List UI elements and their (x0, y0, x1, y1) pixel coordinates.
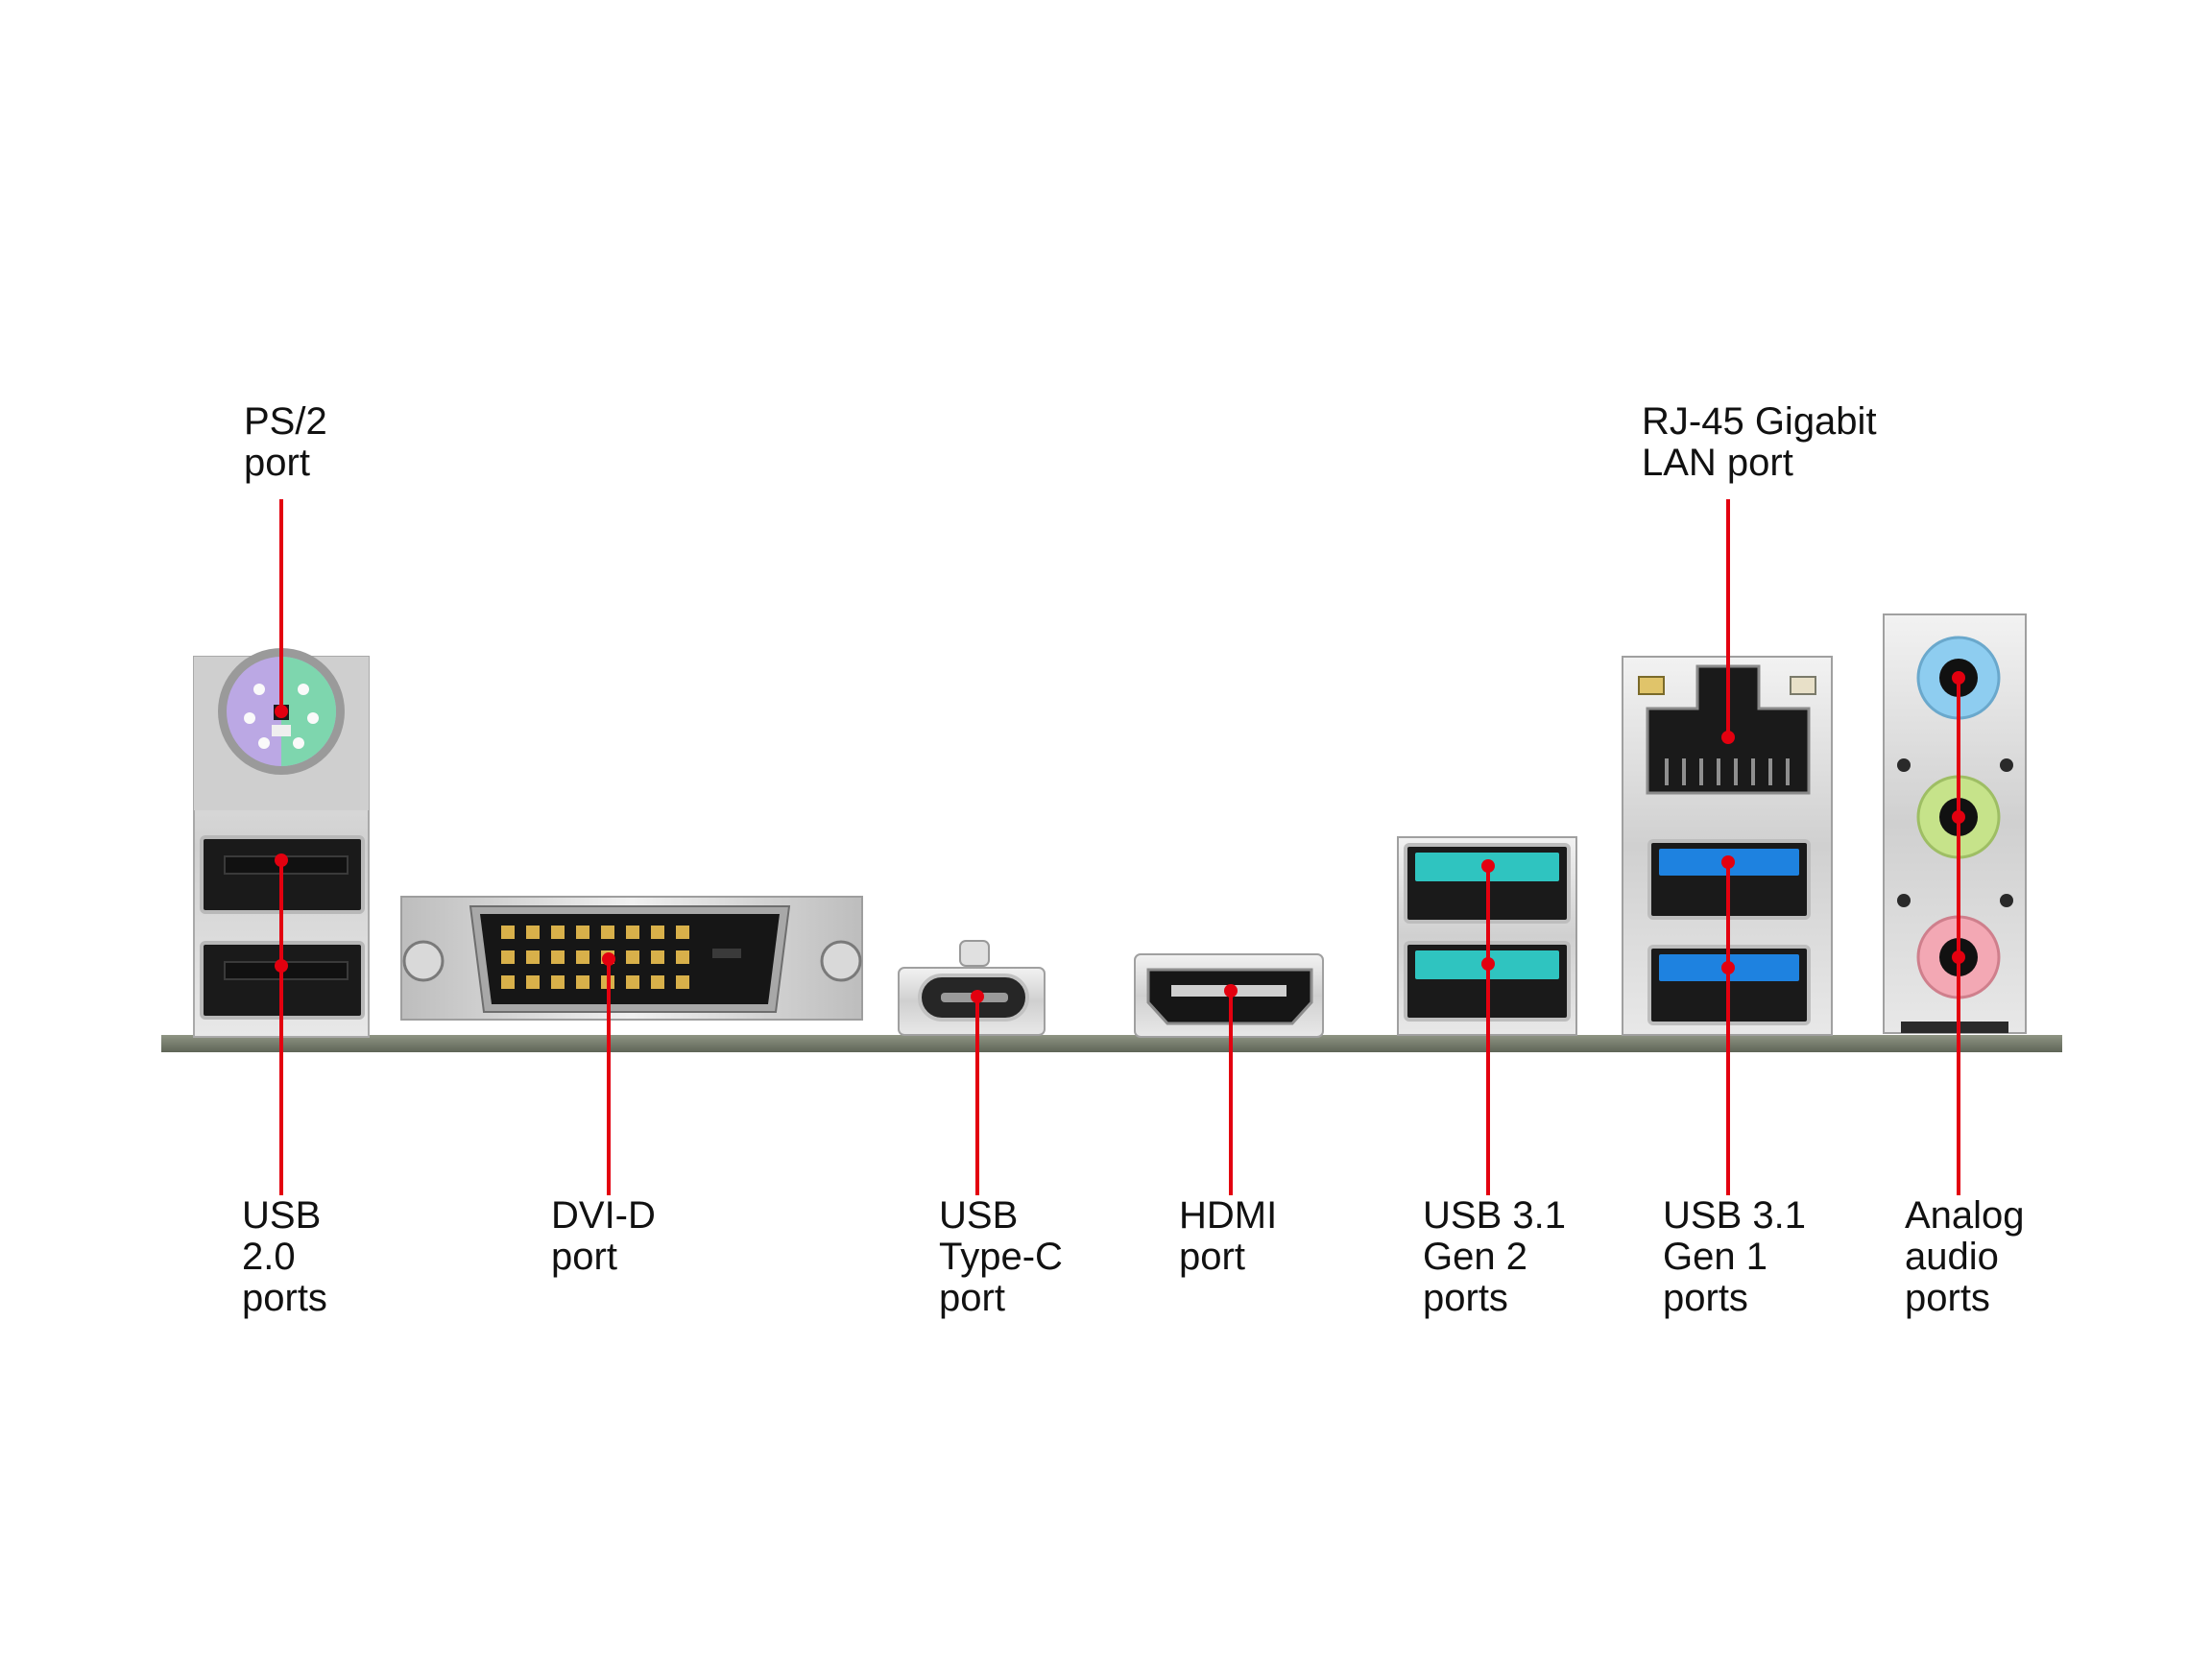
label-line: USB 3.1 (1663, 1194, 1806, 1237)
dvid-pin (501, 950, 515, 964)
lan-led-left (1638, 676, 1665, 695)
label-usbc-port: USB Type-C port (939, 1195, 1063, 1319)
label-line: RJ-45 Gigabit (1642, 400, 1877, 443)
label-ps2-port: PS/2 port (244, 401, 327, 484)
label-line: ports (1423, 1277, 1508, 1319)
label-line: Gen 1 (1663, 1236, 1767, 1278)
dvid-pin (551, 975, 565, 989)
label-line: ports (242, 1277, 327, 1319)
dvid-pin (651, 975, 664, 989)
label-line: audio (1905, 1236, 1999, 1278)
leader-usb31gen2-dot-top (1481, 859, 1495, 873)
leader-dvid-dot (602, 952, 615, 966)
dvid-pins (501, 926, 689, 989)
label-line: DVI-D (551, 1194, 656, 1237)
label-line: HDMI (1179, 1194, 1278, 1237)
rj45-contacts (1665, 758, 1790, 785)
dvid-connector (400, 896, 863, 1021)
leader-lines (275, 499, 1965, 1195)
label-line: PS/2 (244, 400, 327, 443)
label-line: ports (1663, 1277, 1748, 1319)
lan-led-right (1790, 676, 1816, 695)
leader-usb20-dot-top (275, 854, 288, 867)
dvid-pin (676, 975, 689, 989)
audio-base (1901, 1022, 2008, 1033)
dvid-pin (501, 926, 515, 939)
dvid-pin (526, 926, 540, 939)
audio-screw-holes (1897, 758, 2013, 907)
label-line: port (939, 1277, 1005, 1319)
dvid-pin (551, 926, 565, 939)
label-line: Gen 2 (1423, 1236, 1527, 1278)
leader-ps2-dot (275, 705, 288, 718)
dvid-pin (676, 950, 689, 964)
dvid-pin (651, 926, 664, 939)
dvid-pin (626, 975, 639, 989)
leader-usb31gen1-dot-bottom (1721, 961, 1735, 974)
dvid-pin (576, 950, 589, 964)
dvid-pin (576, 926, 589, 939)
label-analog-audio-ports: Analog audio ports (1905, 1195, 2025, 1319)
label-line: port (1179, 1236, 1245, 1278)
pcb-edge (161, 1035, 2062, 1052)
leader-usb31gen2-dot-bottom (1481, 957, 1495, 971)
dvid-pin (526, 950, 540, 964)
label-dvid-port: DVI-D port (551, 1195, 656, 1278)
label-rj45-lan-port: RJ-45 Gigabit LAN port (1642, 401, 1877, 484)
leader-usb20-dot-bottom (275, 959, 288, 973)
leader-usbc-dot (971, 990, 984, 1003)
leader-usb31gen1-dot-top (1721, 855, 1735, 869)
dvid-pin (526, 975, 540, 989)
dvid-blade-slot (712, 949, 741, 958)
label-line: 2.0 (242, 1236, 296, 1278)
dvid-screw-left (402, 940, 445, 982)
dvid-pin (551, 950, 565, 964)
dvid-pin (501, 975, 515, 989)
label-usb31gen2-ports: USB 3.1 Gen 2 ports (1423, 1195, 1566, 1319)
label-line: USB (939, 1194, 1019, 1237)
label-line: LAN port (1642, 442, 1793, 484)
label-usb31gen1-ports: USB 3.1 Gen 1 ports (1663, 1195, 1806, 1319)
label-line: Analog (1905, 1194, 2025, 1237)
label-line: USB (242, 1194, 322, 1237)
dvid-pin (626, 926, 639, 939)
ps2-pins (244, 684, 319, 749)
dvid-screw-right (820, 940, 862, 982)
label-line: port (551, 1236, 617, 1278)
dvid-pin (676, 926, 689, 939)
leader-audio-dot-3 (1952, 950, 1965, 964)
leader-audio-dot-2 (1952, 810, 1965, 824)
usbc-connector (898, 940, 1046, 1036)
leader-rj45-dot (1721, 731, 1735, 744)
leader-hdmi-dot (1224, 984, 1238, 998)
label-line: USB 3.1 (1423, 1194, 1566, 1237)
leader-audio-dot-1 (1952, 671, 1965, 685)
dvid-pin (576, 975, 589, 989)
label-usb20-ports: USB 2.0 ports (242, 1195, 327, 1319)
label-hdmi-port: HDMI port (1179, 1195, 1277, 1278)
audio-stack (1883, 613, 2027, 1034)
label-line: port (244, 442, 310, 484)
dvid-pin (626, 950, 639, 964)
dvid-pin (651, 950, 664, 964)
label-line: Type-C (939, 1236, 1063, 1278)
label-line: ports (1905, 1277, 1990, 1319)
dvid-pin (601, 926, 614, 939)
usbc-tab (959, 940, 990, 967)
